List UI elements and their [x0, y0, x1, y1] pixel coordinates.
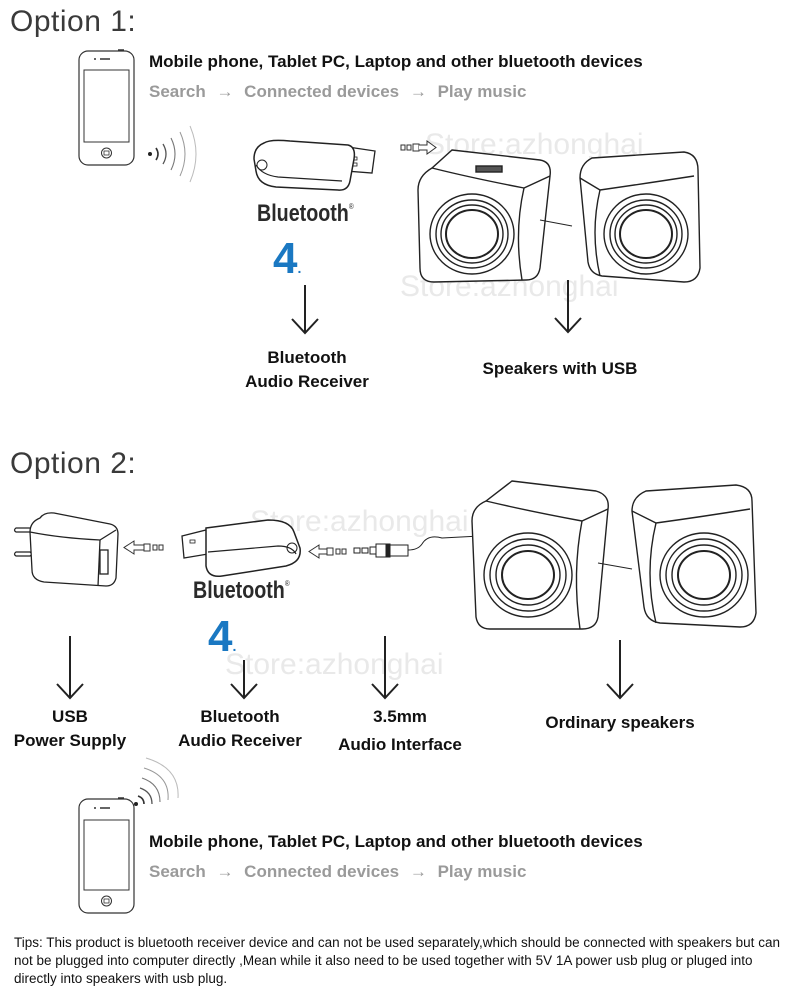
- usb-power-adapter-icon: [13, 512, 119, 587]
- arrow-down-icon: [554, 280, 582, 334]
- bluetooth-receiver-dongle-icon: [181, 519, 301, 578]
- arrow-right-icon: →: [409, 862, 427, 881]
- label-speakers-with-usb: Speakers with USB: [482, 359, 638, 378]
- pairing-steps: Search → Connected devices → Play music: [149, 82, 526, 102]
- option1-title: Option 1:: [10, 5, 137, 38]
- bluetooth-version-4: 4.: [273, 234, 302, 283]
- option2-title: Option 2:: [10, 447, 137, 480]
- arrow-down-icon: [606, 640, 634, 700]
- arrow-right-icon: →: [216, 82, 234, 101]
- wireless-signal-icon: [134, 757, 179, 806]
- step-search: Search: [149, 82, 206, 101]
- bluetooth-logo: Bluetooth®: [193, 577, 290, 604]
- arrow-down-icon: [371, 636, 399, 700]
- connect-arrow-right-icon: [400, 140, 437, 155]
- arrow-down-icon: [56, 636, 84, 700]
- wireless-signal-icon: [148, 125, 197, 183]
- step-play-music: Play music: [437, 862, 527, 881]
- label-3-5mm-audio-interface: 3.5mm Audio Interface: [338, 707, 462, 754]
- ordinary-speakers-image: [471, 480, 757, 630]
- step-play-music: Play music: [437, 82, 527, 101]
- step-connected-devices: Connected devices: [244, 862, 400, 881]
- phone-icon: [78, 49, 135, 166]
- label-ordinary-speakers: Ordinary speakers: [545, 713, 695, 732]
- usb-speakers-image: [417, 149, 701, 283]
- label-bluetooth-audio-receiver: Bluetooth Audio Receiver: [178, 707, 302, 750]
- phone-icon: [78, 797, 135, 914]
- arrow-right-icon: →: [216, 862, 234, 881]
- connect-arrow-left-icon: [123, 540, 164, 555]
- label-usb-power-supply: USB Power Supply: [13, 707, 127, 750]
- devices-description: Mobile phone, Tablet PC, Laptop and othe…: [149, 832, 643, 851]
- label-bluetooth-audio-receiver: Bluetooth Audio Receiver: [245, 348, 369, 391]
- arrow-down-icon: [291, 285, 319, 335]
- step-search: Search: [149, 862, 206, 881]
- watermark: Store:azhonghai: [225, 648, 444, 681]
- bluetooth-receiver-dongle-icon: [253, 139, 376, 191]
- step-connected-devices: Connected devices: [244, 82, 400, 101]
- audio-jack-3-5mm-icon: [353, 535, 481, 558]
- arrow-down-icon: [230, 660, 258, 700]
- bluetooth-version-4: 4.: [208, 612, 237, 661]
- arrow-right-icon: →: [409, 82, 427, 101]
- tips-text: Tips: This product is bluetooth receiver…: [14, 935, 780, 986]
- pairing-steps: Search → Connected devices → Play music: [149, 862, 526, 882]
- bluetooth-logo: Bluetooth®: [257, 200, 354, 227]
- connect-arrow-left-icon: [308, 544, 347, 559]
- devices-description: Mobile phone, Tablet PC, Laptop and othe…: [149, 52, 643, 71]
